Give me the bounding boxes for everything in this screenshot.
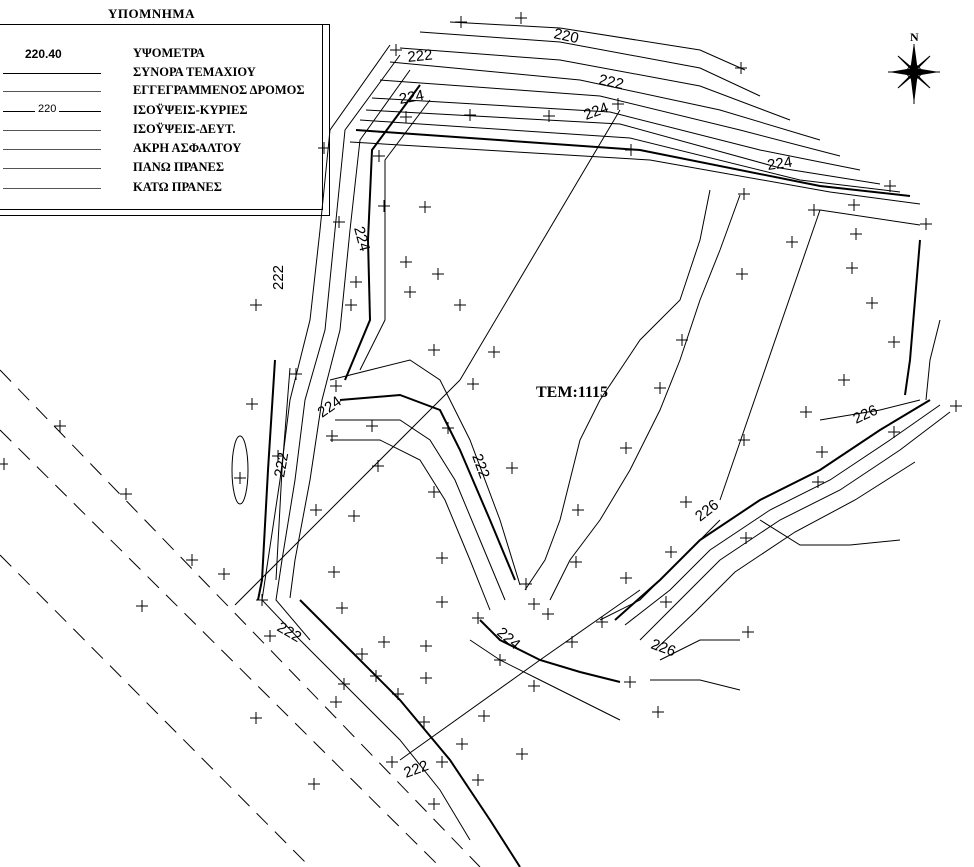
contour-labels: 220 222 222 224 224 224 224 222 224 222 … — [270, 25, 880, 781]
contours-east — [614, 239, 951, 691]
contour-label: 226 — [692, 496, 722, 525]
contours-west — [257, 44, 521, 867]
legend-label-upper-slope: ΠΑΝΩ ΠΡΑΝΕΣ — [133, 160, 224, 174]
contour-label: 222 — [597, 71, 625, 93]
legend-label-lower-slope: ΚΑΤΩ ΠΡΑΝΕΣ — [133, 180, 222, 194]
legend-line-parcel-boundary — [3, 73, 101, 74]
contours-north — [349, 21, 921, 205]
north-arrow: N — [886, 30, 942, 108]
contour-label: 224 — [398, 87, 426, 108]
legend-label-asphalt-edge: ΑΚΡΗ ΑΣΦΑΛΤΟΥ — [133, 141, 242, 155]
legend-box: 220.40 ΥΨΟΜΕΤΡΑ ΣΥΝΟΡΑ ΤΕΜΑΧΙΟΥ ΕΓΓΕΓΡΑΜ… — [0, 24, 330, 216]
contour-label: 222 — [402, 757, 431, 782]
legend-sample-contour: 220 — [35, 103, 60, 115]
compass-rose-icon: N — [888, 30, 940, 104]
parcel-boundary — [234, 109, 921, 761]
contour-label: 226 — [851, 402, 881, 428]
legend-label-elevations: ΥΨΟΜΕΤΡΑ — [133, 46, 205, 60]
contour-label: 222 — [274, 619, 304, 646]
legend-label-registered-road: ΕΓΓΕΓΡΑΜΜΕΝΟΣ ΔΡΟΜΟΣ — [133, 83, 305, 97]
legend-line-registered-road — [3, 91, 101, 92]
contour-label: 224 — [766, 154, 793, 174]
road-dashed-lines — [0, 369, 481, 867]
legend-sample-elevation: 220.40 — [25, 47, 62, 61]
legend-line-upper-slope — [3, 168, 101, 169]
parcel-label: ΤΕΜ:1115 — [536, 384, 609, 401]
north-letter: N — [910, 30, 919, 44]
legend-label-secondary-contours: ΙΣΟΫΨΕΙΣ-ΔΕΥΤ. — [133, 122, 236, 136]
legend-title: ΥΠΟΜΝΗΜΑ — [108, 6, 196, 21]
legend-line-asphalt-edge — [3, 149, 101, 150]
contour-label: 224 — [350, 225, 373, 254]
legend-line-secondary-contours — [3, 130, 101, 131]
legend-inner-frame — [0, 25, 323, 210]
contour-label: 226 — [649, 636, 678, 661]
legend-line-lower-slope — [3, 188, 101, 189]
contours-central — [329, 189, 741, 721]
contour-label: 220 — [552, 25, 580, 47]
contour-label: 222 — [271, 451, 292, 479]
spot-elevation-marks — [0, 12, 962, 810]
contour-label: 224 — [582, 99, 611, 124]
closed-contour — [231, 435, 249, 505]
contour-label: 222 — [270, 265, 287, 290]
legend-label-main-contours: ΙΣΟΫΨΕΙΣ-ΚΥΡΙΕΣ — [133, 103, 248, 117]
contour-label: 222 — [407, 46, 434, 66]
legend-label-parcel-boundary: ΣΥΝΟΡΑ ΤΕΜΑΧΙΟΥ — [133, 65, 256, 79]
